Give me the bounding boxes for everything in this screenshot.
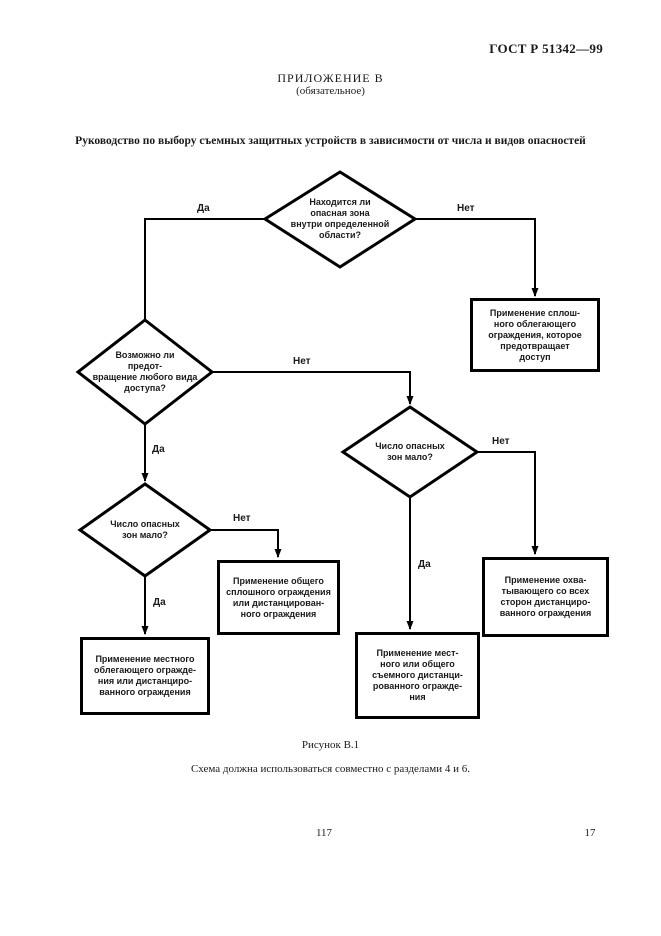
branch-label-fewzones-left-yes: Да [153,597,166,608]
connector-prevent-no [212,371,414,405]
branch-label-prevent-no: Нет [293,356,311,367]
action-box-full-enclosing: Применение сплош- ного облегающего ограж… [470,298,600,372]
guide-title: Руководство по выбору съемных защитных у… [75,135,586,147]
connector-hazard-no [415,218,539,297]
decision-prevent-access-text: Возможно ли предот- вращение любого вида… [92,350,198,393]
connector-hazard-yes [144,218,265,320]
connector-fewzones-left-no [210,529,282,558]
decision-hazard-zone-shape [262,170,418,269]
branch-label-hazard-yes: Да [197,203,210,214]
decision-few-zones-left-text: Число опасных зон мало? [110,519,180,540]
appendix-subheading: (обязательное) [296,85,365,97]
figure-note: Схема должна использоваться совместно с … [190,763,471,775]
connector-fewzones-right-no [477,451,539,555]
branch-label-fewzones-right-yes: Да [418,559,431,570]
doc-number: ГОСТ Р 51342—99 [489,41,603,56]
figure-caption: Рисунок В.1 [301,739,360,751]
branch-label-fewzones-left-no: Нет [233,513,251,524]
action-box-local-or-general: Применение мест- ного или общего съемног… [355,632,480,719]
decision-prevent-access-shape [75,318,215,426]
page-number-center: 117 [315,827,333,839]
appendix-heading: ПРИЛОЖЕНИЕ В [277,71,384,85]
decision-few-zones-right-shape [340,405,480,499]
branch-label-fewzones-right-no: Нет [492,436,510,447]
decision-few-zones-right-text: Число опасных зон мало? [375,441,445,462]
decision-few-zones-left-shape [77,482,213,578]
branch-label-prevent-yes: Да [152,444,165,455]
action-box-general-solid: Применение общего сплошного ограждения и… [217,560,340,635]
decision-hazard-zone-text: Находится ли опасная зона внутри определ… [290,197,390,240]
branch-label-hazard-no: Нет [457,203,475,214]
action-box-local-enclosing: Применение местного облегающего огражде-… [80,637,210,715]
action-box-surrounding: Применение охва- тывающего со всех сторо… [482,557,609,637]
page-number-right: 17 [584,827,596,839]
